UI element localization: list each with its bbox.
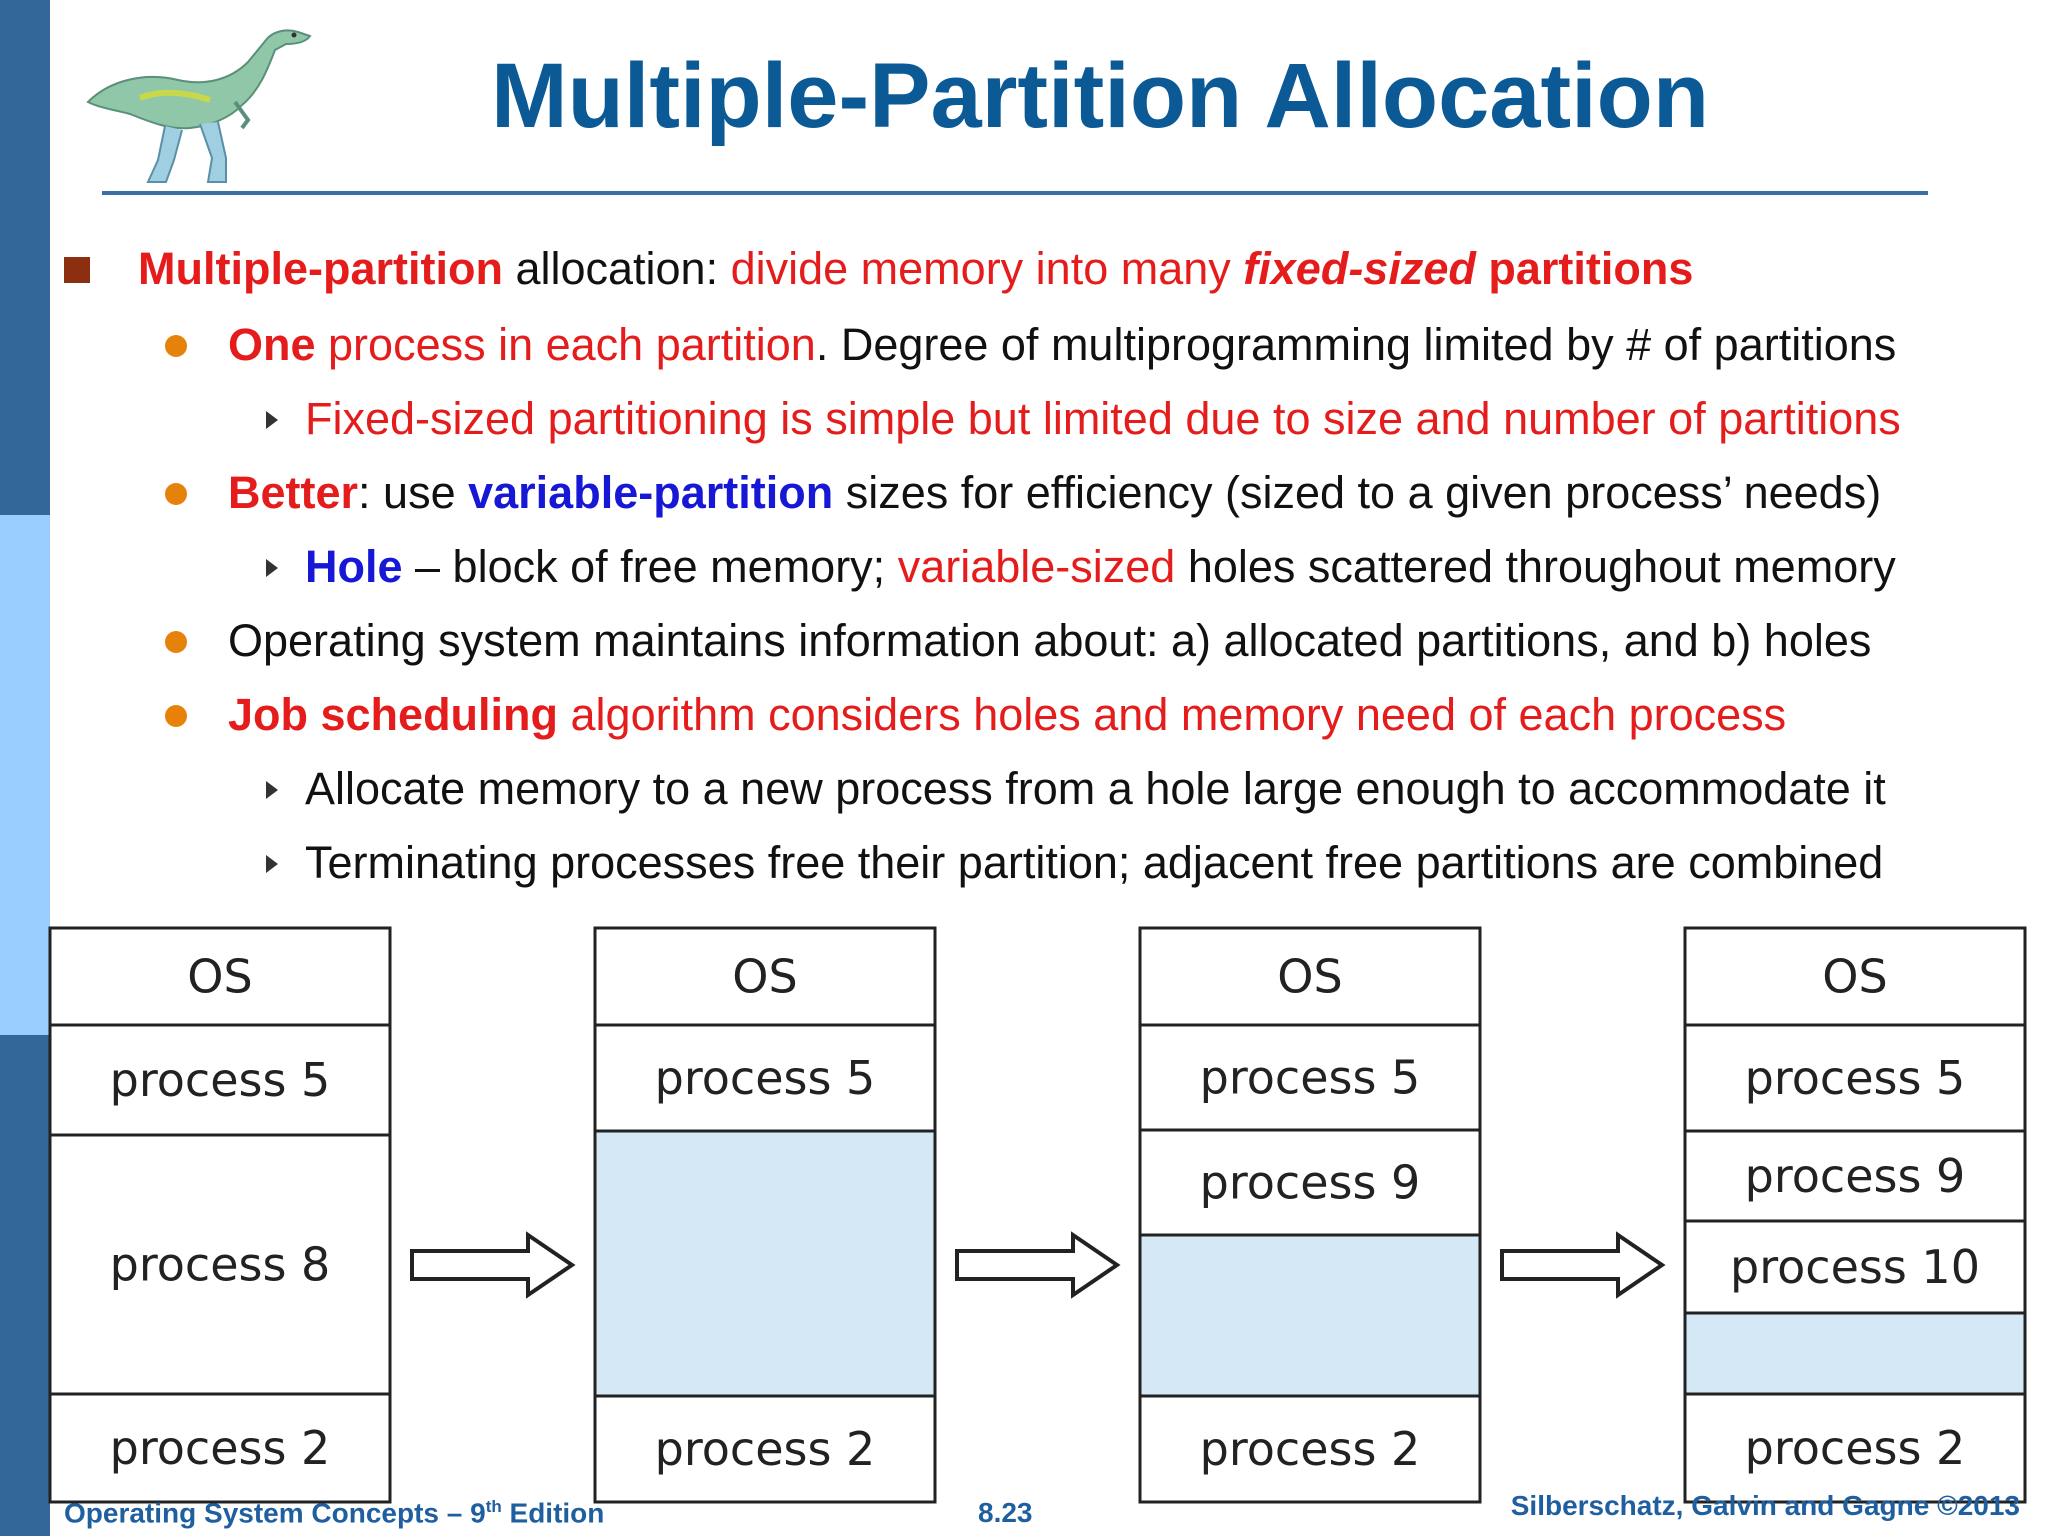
bullet-text-run: Allocate memory to a new process from a …: [305, 763, 1886, 814]
bullet-text-run: Multiple-partition: [138, 243, 503, 294]
arrow-bullet-icon: [266, 855, 278, 873]
bullet-text-run: divide memory into many: [730, 243, 1244, 294]
memory-block-label: process 9: [1200, 1156, 1421, 1210]
bullet-text-run: – block of free memory;: [402, 541, 898, 592]
memory-block-label: process 2: [1200, 1422, 1421, 1476]
bullet-text: Fixed-sized partitioning is simple but l…: [305, 396, 1901, 441]
memory-hole: [593, 1129, 937, 1398]
bullet-text: Better: use variable-partition sizes for…: [228, 470, 1881, 515]
bullet-text-run: fixed-sized: [1243, 243, 1476, 294]
circle-bullet-icon: [165, 483, 187, 505]
sidebar-segment-bottom: [0, 1035, 50, 1536]
bullet-text-run: process in each partition: [315, 319, 816, 370]
footer-copyright: Silberschatz, Galvin and Gagne ©2013: [1510, 1490, 2020, 1521]
sidebar-segment-middle: [0, 515, 50, 1035]
slide-title: Multiple-Partition Allocation: [490, 45, 1710, 147]
sidebar-stripe: [0, 0, 50, 1536]
bullet-text-run: One: [228, 319, 316, 370]
memory-block-label: process 2: [1745, 1421, 1966, 1475]
bullet-text-run: variable-partition: [468, 467, 834, 518]
memory-block-label: process 10: [1730, 1240, 1980, 1294]
memory-block: [1683, 1023, 2027, 1133]
circle-bullet-icon: [165, 335, 187, 357]
sidebar-segment-top: [0, 0, 50, 515]
bullet-text-run: partitions: [1475, 243, 1694, 294]
bullet-text: Job scheduling algorithm considers holes…: [228, 692, 1786, 737]
bullet-text-run: Terminating processes free their partiti…: [305, 837, 1884, 888]
bullet-text-run: : use: [358, 467, 469, 518]
memory-block: [593, 1023, 937, 1133]
memory-block: [1683, 1392, 2027, 1504]
memory-block-label: process 9: [1745, 1149, 1966, 1203]
memory-block-label: OS: [1822, 950, 1887, 1004]
bullet-text-run: sizes for efficiency (sized to a given p…: [833, 467, 1882, 518]
memory-block: [593, 926, 937, 1027]
footer-book-sup: th: [485, 1497, 502, 1516]
memory-block-label: process 5: [655, 1051, 876, 1105]
bullet-text-run: Hole: [305, 541, 403, 592]
memory-block-label: process 8: [110, 1238, 331, 1292]
right-arrow-icon: [1500, 1231, 1666, 1299]
memory-block-label: OS: [187, 950, 252, 1004]
bullet-text: One process in each partition. Degree of…: [228, 322, 1896, 367]
memory-block: [593, 1394, 937, 1504]
memory-block-label: process 5: [110, 1053, 331, 1107]
memory-block: [1138, 1023, 1482, 1132]
bullet-text-run: variable-sized: [897, 541, 1176, 592]
square-bullet-icon: [64, 257, 90, 283]
bullet-text-run: . Degree of multiprogramming limited by …: [815, 319, 1897, 370]
bullet-text-run: holes scattered throughout memory: [1175, 541, 1896, 592]
bullet-text-run: Operating system maintains information a…: [228, 615, 1872, 666]
memory-block: [48, 1133, 392, 1396]
bullet-text-run: Job scheduling: [228, 689, 559, 740]
circle-bullet-icon: [165, 705, 187, 727]
memory-block-label: process 2: [110, 1421, 331, 1475]
right-arrow-icon: [955, 1231, 1121, 1299]
bullet-text: Terminating processes free their partiti…: [305, 840, 1883, 885]
right-arrow-icon: [410, 1231, 576, 1299]
bullet-text-run: Better: [228, 467, 359, 518]
footer-book-title: Operating System Concepts – 9th Edition: [64, 1497, 604, 1529]
memory-block-label: process 5: [1745, 1051, 1966, 1105]
bullet-text-run: Fixed-sized partitioning is simple but l…: [305, 393, 1901, 444]
memory-block: [1138, 1128, 1482, 1237]
bullet-text: Allocate memory to a new process from a …: [305, 766, 1886, 811]
memory-block-label: process 2: [655, 1422, 876, 1476]
circle-bullet-icon: [165, 631, 187, 653]
memory-block-label: OS: [1277, 950, 1342, 1004]
footer-book-text: Operating System Concepts – 9: [64, 1497, 486, 1529]
bullet-text-run: algorithm considers holes and memory nee…: [558, 689, 1787, 740]
bullet-text: Multiple-partition allocation: divide me…: [138, 246, 1693, 291]
bullet-text-run: allocation:: [502, 243, 731, 294]
memory-block-label: OS: [732, 950, 797, 1004]
memory-block: [1683, 1129, 2027, 1223]
arrow-bullet-icon: [266, 411, 278, 429]
memory-block: [1138, 926, 1482, 1027]
footer-book-edition: Edition: [501, 1497, 605, 1529]
dinosaur-logo-icon: [86, 29, 312, 183]
memory-block-label: process 5: [1200, 1051, 1421, 1105]
arrow-bullet-icon: [266, 559, 278, 577]
memory-block: [1683, 926, 2027, 1027]
memory-block: [1138, 1394, 1482, 1504]
memory-block: [48, 1392, 392, 1504]
bullet-text: Hole – block of free memory; variable-si…: [305, 544, 1896, 589]
title-divider: [102, 191, 1928, 195]
footer-page-number: 8.23: [978, 1497, 1033, 1528]
memory-hole: [1683, 1311, 2027, 1396]
bullet-text: Operating system maintains information a…: [228, 618, 1871, 663]
memory-hole: [1138, 1233, 1482, 1398]
memory-block: [48, 1023, 392, 1137]
arrow-bullet-icon: [266, 781, 278, 799]
